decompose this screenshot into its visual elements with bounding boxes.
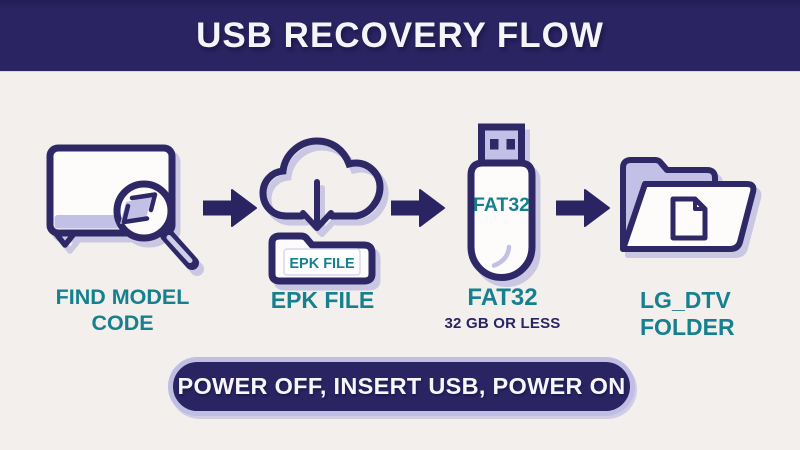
label-epk-file: EPK FILE — [250, 287, 395, 314]
footer-instruction-pill: POWER OFF, INSERT USB, POWER ON — [168, 357, 635, 416]
label-line: LG_DTV — [640, 287, 731, 313]
label-line: CODE — [91, 311, 154, 335]
fat32-badge: FAT32 — [473, 194, 530, 216]
tv-magnifier-icon — [40, 138, 205, 283]
cloud-download-folder-icon: EPK FILE — [256, 126, 388, 288]
flow-arrow-3-icon — [555, 189, 611, 232]
label-find-model-code: FIND MODEL CODE — [30, 284, 215, 336]
flow-arrow-2-icon — [390, 189, 446, 232]
footer-instruction-text: POWER OFF, INSERT USB, POWER ON — [177, 373, 626, 399]
label-lg-dtv-folder: LG_DTV FOLDER — [640, 287, 780, 341]
label-fat32: FAT32 32 GB OR LESS — [430, 284, 575, 332]
header-banner: USB RECOVERY FLOW — [0, 0, 800, 72]
epk-file-badge: EPK FILE — [289, 256, 355, 272]
label-sub-capacity: 32 GB OR LESS — [444, 315, 561, 332]
label-line: FIND MODEL — [55, 285, 190, 309]
label-line: EPK FILE — [270, 287, 375, 313]
label-line: FOLDER — [640, 314, 735, 340]
flow-arrow-1-icon — [202, 189, 258, 232]
folder-document-icon — [615, 148, 765, 258]
usb-drive-icon: FAT32 — [452, 120, 547, 286]
label-line: FAT32 — [467, 284, 538, 311]
page-title: USB RECOVERY FLOW — [196, 15, 604, 55]
